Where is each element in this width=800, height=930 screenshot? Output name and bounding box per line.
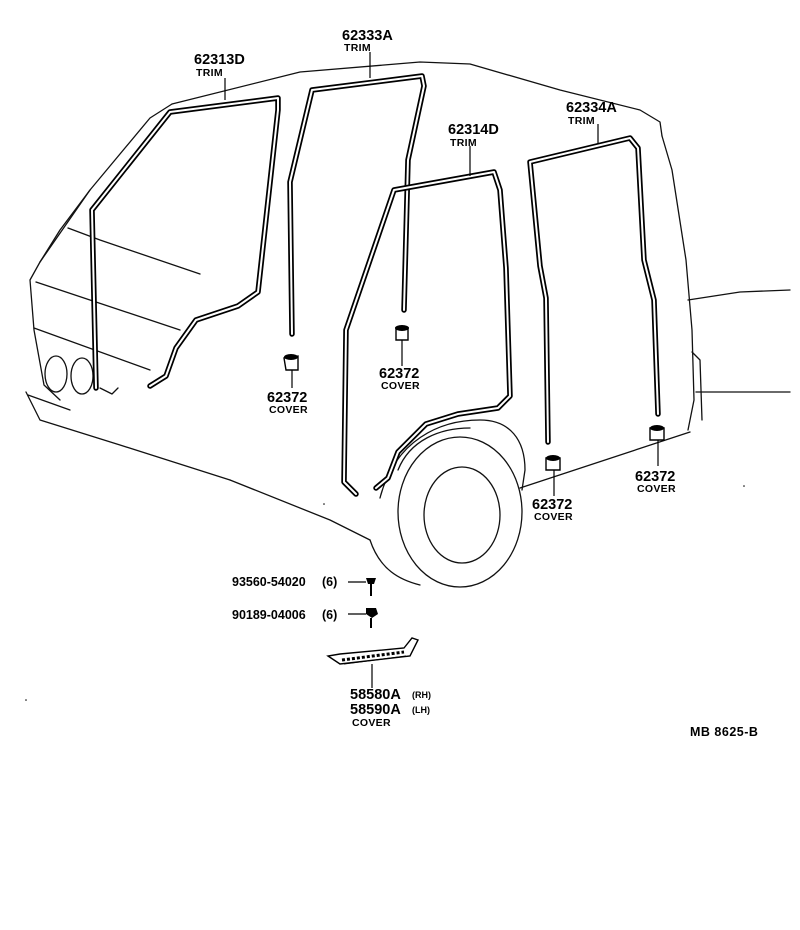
part-number-62333a: 62333A	[342, 28, 393, 44]
part-number-cover-2: 62372	[379, 366, 419, 382]
part-desc-62334a: TRIM	[568, 115, 595, 127]
label-62313d: 62313D TRIM	[194, 52, 245, 79]
screw-93560	[366, 578, 376, 596]
trim-62313d-molding	[89, 95, 281, 395]
part-desc-cover-3: COVER	[534, 511, 573, 523]
label-cover-4: 62372 COVER	[635, 469, 676, 495]
part-desc-cover-4: COVER	[637, 483, 676, 495]
scan-speck	[25, 699, 27, 701]
label-cover-2: 62372 COVER	[379, 366, 420, 392]
part-number-58580a: 58580A	[350, 687, 401, 703]
label-cover-3: 62372 COVER	[532, 497, 573, 523]
part-number-screw: 93560-54020	[232, 575, 306, 589]
label-cover-1: 62372 COVER	[267, 390, 308, 416]
part-number-58590a: 58590A	[350, 702, 401, 718]
part-desc-62314d: TRIM	[450, 137, 477, 149]
trim-62333a-molding	[287, 73, 427, 337]
part-side-lh: (LH)	[412, 705, 430, 715]
part-qty-screw: (6)	[322, 575, 337, 589]
cover-62372-cap-3	[545, 455, 561, 471]
label-screw: 93560-54020 (6)	[232, 575, 337, 589]
part-number-nut: 90189-04006	[232, 608, 306, 622]
part-number-cover-1: 62372	[267, 390, 307, 406]
part-number-62313d: 62313D	[194, 52, 245, 68]
part-side-rh: (RH)	[412, 690, 431, 700]
label-62333a: 62333A TRIM	[342, 28, 393, 54]
label-62334a: 62334A TRIM	[566, 100, 617, 127]
part-number-cover-3: 62372	[532, 497, 572, 513]
leader-lines	[224, 52, 659, 688]
part-desc-step-cover: COVER	[352, 717, 391, 729]
label-62314d: 62314D TRIM	[448, 122, 499, 149]
part-desc-62313d: TRIM	[196, 67, 223, 79]
step-cover-58580a	[326, 637, 419, 665]
part-qty-nut: (6)	[322, 608, 337, 622]
vehicle-body	[25, 61, 791, 588]
part-desc-62333a: TRIM	[344, 42, 371, 54]
part-number-cover-4: 62372	[635, 469, 675, 485]
nut-90189	[366, 608, 378, 628]
scan-speck	[743, 485, 745, 487]
cover-62372-cap-1	[283, 354, 299, 371]
cover-62372-cap-4	[649, 425, 665, 441]
scan-speck	[323, 503, 325, 505]
label-nut: 90189-04006 (6)	[232, 608, 337, 622]
label-step-cover: 58580A (RH) 58590A (LH) COVER	[350, 687, 431, 729]
trim-62334a-molding	[527, 135, 661, 445]
trim-62314d-molding	[341, 169, 513, 497]
part-number-62314d: 62314D	[448, 122, 499, 138]
part-number-62334a: 62334A	[566, 100, 617, 116]
part-desc-cover-2: COVER	[381, 380, 420, 392]
part-desc-cover-1: COVER	[269, 404, 308, 416]
cover-62372-cap-2	[395, 325, 409, 341]
diagram-code: MB 8625-B	[690, 725, 758, 739]
